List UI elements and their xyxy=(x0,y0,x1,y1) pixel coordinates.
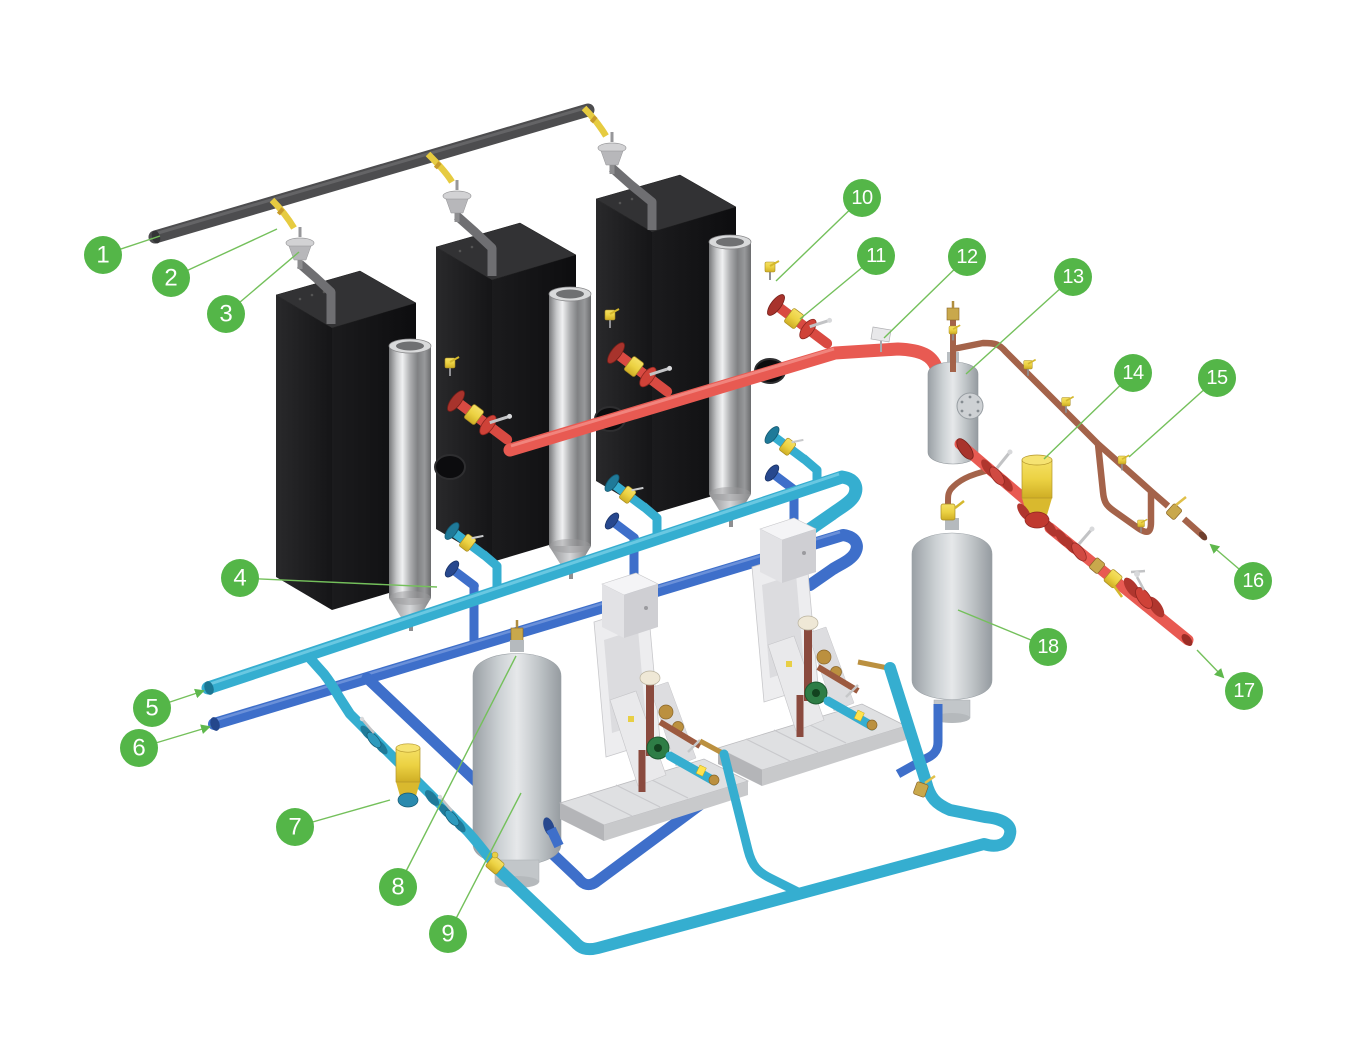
callout-circle-15 xyxy=(1198,359,1236,397)
callout-number-15: 15 xyxy=(1206,367,1228,389)
leader-line-2 xyxy=(170,228,278,279)
callout-10: 10 xyxy=(775,179,881,282)
callout-number-6: 6 xyxy=(132,735,145,762)
gas-regulator-2 xyxy=(443,180,471,222)
callout-5: 5 xyxy=(133,688,205,727)
return-header-dark-blue xyxy=(208,529,863,731)
yellow-union xyxy=(1103,569,1124,598)
drain-valve-brass xyxy=(913,774,936,798)
callout-9: 9 xyxy=(429,792,522,953)
pressure-valve-7 xyxy=(395,743,421,808)
copper-makeup-line xyxy=(945,301,1208,541)
callout-circle-5 xyxy=(133,689,171,727)
gas-regulator-3 xyxy=(598,132,626,174)
callout-number-12: 12 xyxy=(956,246,978,268)
callout-number-5: 5 xyxy=(145,695,158,722)
callout-circle-3 xyxy=(207,295,245,333)
callout-6: 6 xyxy=(120,724,211,767)
air-vent xyxy=(510,627,524,643)
pressure-reducing-valve-14 xyxy=(1017,454,1057,537)
exhaust-stack-3 xyxy=(708,234,752,527)
pump1-drain xyxy=(719,749,807,899)
callout-circle-14 xyxy=(1114,354,1152,392)
callout-4: 4 xyxy=(221,559,438,597)
callout-14: 14 xyxy=(1043,354,1152,460)
callout-number-18: 18 xyxy=(1037,636,1059,658)
exhaust-stack-1 xyxy=(388,338,432,631)
callout-circle-9 xyxy=(429,915,467,953)
copper-line-valve xyxy=(1166,496,1187,520)
loop-main xyxy=(489,662,1017,956)
callout-12: 12 xyxy=(883,238,986,339)
callout-3: 3 xyxy=(207,251,300,333)
return-header-teal xyxy=(201,470,863,695)
callout-circle-12 xyxy=(948,238,986,276)
gas-supply-header xyxy=(148,103,657,324)
exhaust-stack-2 xyxy=(548,286,592,579)
bottom-return-loop xyxy=(485,659,1017,956)
callout-number-3: 3 xyxy=(219,301,232,328)
callout-number-2: 2 xyxy=(164,265,177,292)
callout-2: 2 xyxy=(152,228,278,297)
callout-number-13: 13 xyxy=(1062,266,1084,288)
callout-number-14: 14 xyxy=(1122,362,1144,384)
leader-line-8 xyxy=(397,655,517,888)
callout-number-7: 7 xyxy=(288,814,301,841)
callout-circle-7 xyxy=(276,808,314,846)
butterfly-valve xyxy=(981,449,1013,492)
callout-11: 11 xyxy=(799,237,895,320)
callout-circle-1 xyxy=(84,236,122,274)
callout-circle-4 xyxy=(221,559,259,597)
header-sensor xyxy=(870,326,892,352)
callout-number-1: 1 xyxy=(96,242,109,269)
leader-line-9 xyxy=(447,792,522,935)
leader-line-17 xyxy=(1196,649,1225,679)
callout-number-10: 10 xyxy=(851,187,873,209)
callout-13: 13 xyxy=(965,258,1092,375)
callout-7: 7 xyxy=(276,799,391,846)
callout-8: 8 xyxy=(379,655,517,906)
callout-number-8: 8 xyxy=(391,874,404,901)
callout-circle-10 xyxy=(843,179,881,217)
leader-line-4 xyxy=(239,577,438,588)
bypass-loop xyxy=(1094,443,1155,536)
flanged-valve-large xyxy=(1123,569,1165,618)
makeup-feed-line xyxy=(303,651,499,868)
callout-circle-17 xyxy=(1225,672,1263,710)
callout-circle-8 xyxy=(379,868,417,906)
callout-number-4: 4 xyxy=(233,565,246,592)
callout-15: 15 xyxy=(1128,359,1236,458)
callout-1: 1 xyxy=(84,235,161,274)
gas-flex-connector-2 xyxy=(425,151,455,184)
callout-17: 17 xyxy=(1196,649,1263,710)
callout-circle-18 xyxy=(1029,628,1067,666)
callout-circle-11 xyxy=(857,237,895,275)
pump-supply-branch-blue xyxy=(361,672,706,891)
callout-number-9: 9 xyxy=(441,921,454,948)
leader-line-14 xyxy=(1043,372,1134,460)
callout-16: 16 xyxy=(1209,543,1272,600)
gas-regulator-1 xyxy=(286,227,314,269)
callout-circle-16 xyxy=(1234,562,1272,600)
gas-flex-connector-1 xyxy=(269,197,297,230)
callout-18: 18 xyxy=(957,609,1067,666)
feed-valve-1 xyxy=(359,716,388,755)
callout-circle-2 xyxy=(152,259,190,297)
callout-number-17: 17 xyxy=(1233,680,1255,702)
callout-number-16: 16 xyxy=(1242,570,1264,592)
leader-line-15 xyxy=(1128,377,1218,458)
leader-line-10 xyxy=(775,197,863,282)
loop-tee-valve xyxy=(485,851,505,875)
callout-circle-6 xyxy=(120,729,158,767)
leader-line-13 xyxy=(965,276,1074,375)
gas-flex-connector-3 xyxy=(581,105,609,138)
callout-number-11: 11 xyxy=(866,245,886,267)
callout-circle-13 xyxy=(1054,258,1092,296)
leader-line-12 xyxy=(883,256,968,339)
supply-downstream-red xyxy=(954,438,1194,646)
butterfly-valve-2 xyxy=(1063,526,1095,562)
relief-valve-3 xyxy=(764,260,780,281)
